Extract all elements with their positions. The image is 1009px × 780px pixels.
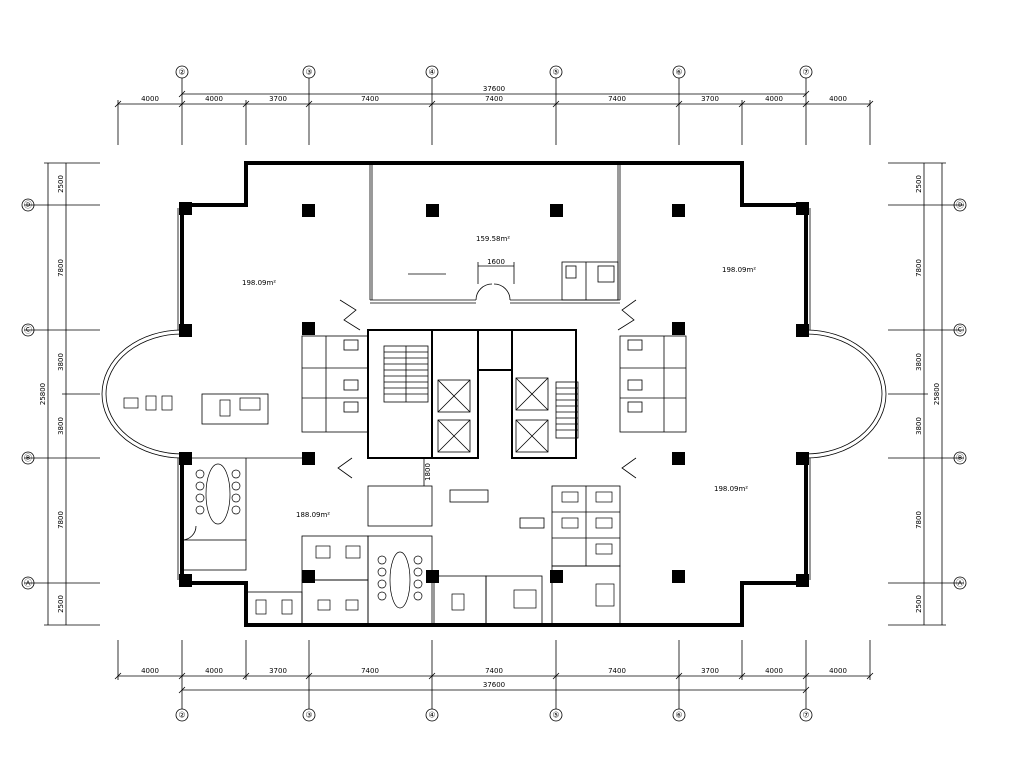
dim-right-seg: 7800 (915, 511, 923, 529)
dim-top-seg: 3700 (269, 95, 287, 103)
axis-label: ⑤ (552, 68, 559, 77)
dim-bottom-seg: 4000 (765, 667, 783, 675)
area-label-bottom-right: 198.09m² (714, 485, 748, 493)
elevator-shafts (437, 377, 549, 453)
top-dimension-ticks (114, 78, 874, 145)
dim-right-seg: 2500 (915, 175, 923, 193)
dim-door-core: 1800 (424, 463, 432, 481)
axis-bubble-col-4-bottom: ④ (425, 708, 439, 722)
dim-right-seg: 2500 (915, 595, 923, 613)
area-labels: 198.09m² 159.58m² 198.09m² 198.09m² 188.… (242, 235, 756, 519)
dim-overall-bottom: 37600 (483, 681, 505, 689)
axis-bubble-col-6-top: ⑥ (672, 65, 686, 79)
top-dimension-labels: 37600 4000 4000 3700 7400 7400 7400 3700… (141, 85, 847, 103)
dim-bottom-seg: 7400 (361, 667, 379, 675)
axis-bubble-col-4-top: ④ (425, 65, 439, 79)
dim-bottom-seg: 4000 (829, 667, 847, 675)
right-dimension-labels: 2500 7800 3800 3800 7800 2500 25800 (915, 175, 941, 613)
dim-bottom-seg: 7400 (485, 667, 503, 675)
dim-bottom-seg: 3700 (701, 667, 719, 675)
axis-bubble-col-3-top: ③ (302, 65, 316, 79)
axis-label: ④ (428, 68, 435, 77)
left-dimension-labels: 2500 7800 3800 3800 7800 2500 25800 (39, 175, 65, 613)
dim-top-seg: 4000 (765, 95, 783, 103)
dim-top-seg: 7400 (361, 95, 379, 103)
axis-label: ⑥ (675, 711, 682, 720)
dim-right-overall: 25800 (933, 383, 941, 405)
dim-right-seg: 7800 (915, 259, 923, 277)
dim-right-seg: 3800 (915, 353, 923, 371)
axis-bubble-col-2-bottom: ② (175, 708, 189, 722)
dim-bottom-seg: 7400 (608, 667, 626, 675)
dim-top-seg: 3700 (701, 95, 719, 103)
axis-label: ③ (305, 68, 312, 77)
bottom-dimension-labels: 4000 4000 3700 7400 7400 7400 3700 4000 … (141, 667, 847, 689)
axis-label: ② (178, 711, 185, 720)
dim-top-seg: 4000 (141, 95, 159, 103)
area-label-top-center: 159.58m² (476, 235, 510, 243)
axis-bubble-col-7-top: ⑦ (799, 65, 813, 79)
axis-label: ③ (305, 711, 312, 720)
dim-left-seg: 3800 (57, 353, 65, 371)
bottom-dimension-ticks (114, 640, 874, 709)
dim-right-seg: 3800 (915, 417, 923, 435)
dim-bottom-seg: 4000 (205, 667, 223, 675)
dim-bottom-seg: 3700 (269, 667, 287, 675)
axis-bubble-col-7-bottom: ⑦ (799, 708, 813, 722)
area-label-top-right: 198.09m² (722, 266, 756, 274)
dim-door-top: 1600 (487, 258, 505, 266)
axis-label: ④ (428, 711, 435, 720)
axis-bubble-col-5-bottom: ⑤ (549, 708, 563, 722)
dim-top-seg: 7400 (608, 95, 626, 103)
structural-columns (179, 202, 809, 587)
dimension-lines (47, 93, 943, 691)
dim-left-seg: 7800 (57, 511, 65, 529)
dim-bottom-seg: 4000 (141, 667, 159, 675)
axis-bubble-col-3-bottom: ③ (302, 708, 316, 722)
axis-label: ⑥ (675, 68, 682, 77)
axis-label: ⑦ (802, 711, 809, 720)
dim-overall-top: 37600 (483, 85, 505, 93)
dim-left-seg: 2500 (57, 595, 65, 613)
exterior-walls (101, 161, 887, 627)
area-label-top-left: 198.09m² (242, 279, 276, 287)
dim-left-overall: 25800 (39, 383, 47, 405)
axis-bubble-col-6-bottom: ⑥ (672, 708, 686, 722)
dim-left-seg: 3800 (57, 417, 65, 435)
dim-top-seg: 4000 (205, 95, 223, 103)
axis-label: ⑦ (802, 68, 809, 77)
area-label-office-center: 188.09m² (296, 511, 330, 519)
axis-bubble-col-5-top: ⑤ (549, 65, 563, 79)
axis-label: ② (178, 68, 185, 77)
axis-bubble-col-2-top: ② (175, 65, 189, 79)
dim-top-seg: 7400 (485, 95, 503, 103)
interior-partitions: 1600 (123, 163, 687, 625)
dim-top-seg: 4000 (829, 95, 847, 103)
side-dimension-ticks (24, 162, 964, 626)
axis-label: ⑤ (552, 711, 559, 720)
dim-left-seg: 2500 (57, 175, 65, 193)
dim-left-seg: 7800 (57, 259, 65, 277)
